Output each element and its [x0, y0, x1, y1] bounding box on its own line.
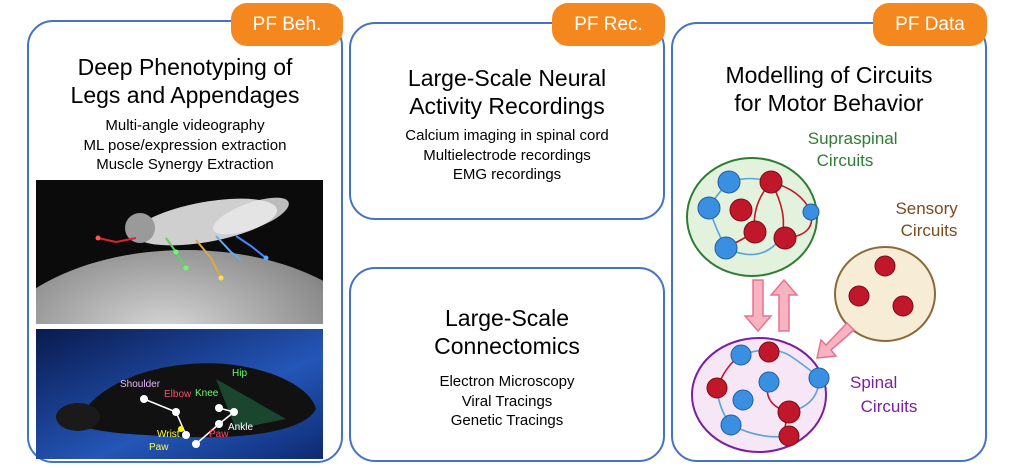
tag-pf-data: PF Data: [873, 3, 987, 46]
arrow-ascending: [769, 278, 799, 332]
fly-tracking-image: [36, 180, 323, 324]
panel-recordings: [349, 22, 665, 220]
sensory-circuit: [834, 246, 936, 342]
mouse-tracking-image: Shoulder Elbow Knee Hip Ankle Wrist Paw …: [36, 329, 323, 459]
label-spinal: Spinal Circuits: [850, 373, 917, 416]
label-hip: Hip: [232, 368, 247, 379]
method-item: Muscle Synergy Extraction: [96, 156, 274, 173]
label-wrist: Wrist: [157, 429, 180, 440]
label-paw-front: Paw: [149, 442, 169, 453]
method-item: Multi-angle videography: [105, 117, 265, 134]
behavior-methods: Multi-angle videography ML pose/expressi…: [27, 116, 343, 175]
spinal-nodes: [706, 341, 830, 447]
method-item: Multielectrode recordings: [423, 146, 591, 164]
tag-pf-rec: PF Rec.: [552, 3, 665, 46]
tag-pf-beh: PF Beh.: [231, 3, 343, 46]
circuit-diagram: Supraspinal Circuits Sensory Circuits Sp…: [686, 129, 962, 453]
connectomics-methods: Electron Microscopy Viral Tracings Genet…: [349, 372, 665, 431]
method-item: Calcium imaging in spinal cord: [405, 127, 609, 144]
label-knee: Knee: [195, 388, 219, 399]
recordings-methods: Calcium imaging in spinal cord Multielec…: [349, 126, 665, 185]
sensory-nodes: [848, 255, 914, 317]
supraspinal-nodes: [697, 170, 820, 260]
method-item: ML pose/expression extraction: [83, 136, 287, 154]
method-item: Genetic Tracings: [450, 412, 564, 429]
modelling-title: Modelling of Circuits for Motor Behavior: [725, 62, 933, 116]
label-supraspinal: Supraspinal Circuits: [808, 129, 903, 170]
arrow-sensory-to-spinal: [816, 321, 856, 359]
method-item: Viral Tracings: [461, 392, 553, 410]
recordings-title: Large-Scale Neural Activity Recordings: [407, 65, 607, 119]
method-item: Electron Microscopy: [439, 373, 575, 390]
label-ankle: Ankle: [228, 422, 253, 433]
label-paw-hind: Paw: [209, 429, 229, 440]
behavior-title: Deep Phenotyping of Legs and Appendages: [70, 54, 300, 108]
label-elbow: Elbow: [164, 389, 192, 400]
connectomics-title: Large-Scale Connectomics: [434, 305, 580, 359]
label-shoulder: Shoulder: [120, 379, 161, 390]
arrow-descending: [743, 279, 773, 333]
label-sensory: Sensory Circuits: [895, 199, 962, 240]
method-item: EMG recordings: [452, 166, 562, 183]
panel-connectomics: [349, 267, 665, 462]
